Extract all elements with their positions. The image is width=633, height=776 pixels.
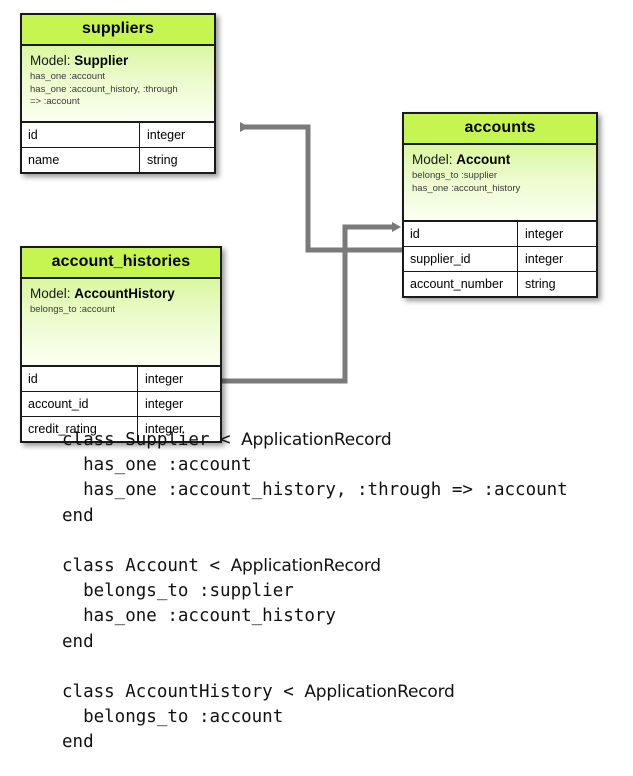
erd-model-box: Model: AccountHistory belongs_to :accoun… xyxy=(22,279,220,367)
erd-association: has_one :account xyxy=(30,71,106,82)
erd-table-accounts: accounts Model: Account belongs_to :supp… xyxy=(402,112,598,298)
erd-model-class: Account xyxy=(456,152,511,167)
erd-field-row: account_number string xyxy=(404,271,596,296)
erd-table-title: suppliers xyxy=(22,15,214,46)
erd-association: belongs_to :supplier xyxy=(412,170,498,181)
code-text: class Supplier < xyxy=(62,430,242,450)
erd-field-row: supplier_id integer xyxy=(404,246,596,271)
erd-field-name: id xyxy=(22,123,140,147)
code-block: class Supplier < ApplicationRecord has_o… xyxy=(62,428,622,756)
code-text: has_one :account_history, :through => :a… xyxy=(62,480,568,501)
erd-model-name: Model: Supplier xyxy=(30,53,206,68)
code-text: class AccountHistory < xyxy=(62,682,305,703)
erd-field-row: id integer xyxy=(404,222,596,246)
code-text: belongs_to :account xyxy=(62,707,284,728)
code-line: end xyxy=(62,504,622,529)
erd-field-type: integer xyxy=(147,128,186,142)
code-line xyxy=(62,655,622,680)
code-class-name: ApplicationRecord xyxy=(230,556,382,577)
erd-model-label: Model: xyxy=(30,53,71,68)
erd-field-row: credit_rating integer xyxy=(22,416,220,441)
erd-field-name: name xyxy=(22,148,140,172)
code-line: end xyxy=(62,630,622,655)
erd-field-row: name string xyxy=(22,147,214,172)
code-line xyxy=(62,529,622,554)
erd-field-list: id integer name string xyxy=(22,123,214,172)
erd-model-class: Supplier xyxy=(74,53,129,68)
code-line: class Supplier < ApplicationRecord xyxy=(62,428,622,453)
erd-association: => :account xyxy=(30,96,80,107)
code-class-name: ApplicationRecord xyxy=(304,682,455,703)
erd-model-name: Model: Account xyxy=(412,152,588,167)
erd-field-list: id integer supplier_id integer account_n… xyxy=(404,222,596,296)
erd-field-name: supplier_id xyxy=(404,247,518,271)
connector-account-histories-to-accounts xyxy=(222,222,401,384)
code-text: end xyxy=(62,505,94,526)
erd-field-name: credit_rating xyxy=(22,417,138,441)
code-line: class AccountHistory < ApplicationRecord xyxy=(62,680,622,705)
code-line: has_one :account_history xyxy=(62,604,622,629)
erd-field-name: account_number xyxy=(404,272,518,296)
code-text: class Account < xyxy=(62,556,231,577)
erd-model-box: Model: Supplier has_one :account has_one… xyxy=(22,46,214,123)
erd-table-title: accounts xyxy=(404,114,596,145)
erd-model-box: Model: Account belongs_to :supplier has_… xyxy=(404,145,596,222)
code-line: has_one :account xyxy=(62,453,622,478)
erd-field-name: id xyxy=(404,222,518,246)
erd-field-type: integer xyxy=(525,252,564,266)
erd-field-list: id integer account_id integer credit_rat… xyxy=(22,367,220,441)
erd-field-type: integer xyxy=(145,397,184,411)
erd-field-name: account_id xyxy=(22,392,138,416)
erd-table-account-histories: account_histories Model: AccountHistory … xyxy=(20,246,222,443)
erd-table-title: account_histories xyxy=(22,248,220,279)
erd-field-row: id integer xyxy=(22,123,214,147)
code-text: end xyxy=(62,732,94,753)
erd-model-label: Model: xyxy=(30,286,71,301)
erd-field-type: integer xyxy=(145,372,184,386)
erd-field-row: id integer xyxy=(22,367,220,391)
erd-field-type: integer xyxy=(145,422,184,436)
erd-field-type: integer xyxy=(525,227,564,241)
erd-association: belongs_to :account xyxy=(30,304,116,315)
erd-field-type: string xyxy=(147,153,178,167)
code-line: belongs_to :supplier xyxy=(62,579,622,604)
erd-model-class: AccountHistory xyxy=(74,286,175,301)
erd-field-type: string xyxy=(525,277,556,291)
code-text: has_one :account xyxy=(62,455,252,476)
code-text: end xyxy=(62,631,94,652)
erd-diagram: suppliers Model: Supplier has_one :accou… xyxy=(20,13,598,443)
erd-association: has_one :account_history, :through xyxy=(30,83,178,95)
erd-model-name: Model: AccountHistory xyxy=(30,286,212,301)
erd-table-suppliers: suppliers Model: Supplier has_one :accou… xyxy=(20,13,216,174)
erd-field-row: account_id integer xyxy=(22,391,220,416)
code-class-name: ApplicationRecord xyxy=(241,430,392,450)
code-text: belongs_to :supplier xyxy=(62,581,294,602)
code-line: has_one :account_history, :through => :a… xyxy=(62,478,622,503)
erd-model-label: Model: xyxy=(412,152,453,167)
code-line: end xyxy=(62,730,622,755)
erd-field-name: id xyxy=(22,367,138,391)
erd-association: has_one :account_history xyxy=(412,182,521,194)
code-text: has_one :account_history xyxy=(62,606,336,627)
code-line: class Account < ApplicationRecord xyxy=(62,554,622,579)
code-line: belongs_to :account xyxy=(62,705,622,730)
